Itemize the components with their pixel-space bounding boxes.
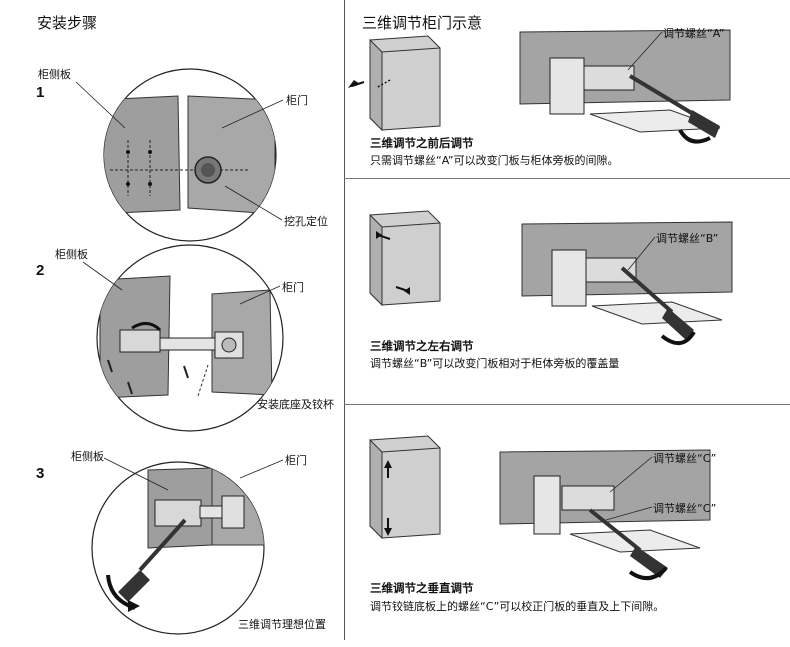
screw-b-label: 调节螺丝“B” [656,232,719,245]
section-a-caption-desc: 只需调节螺丝“A”可以改变门板与柜体旁板的间隙。 [370,154,619,167]
section-c-caption-desc: 调节铰链底板上的螺丝“C”可以校正门板的垂直及上下间隙。 [370,600,665,613]
step-1-illustration [75,68,284,242]
section-divider-1 [344,178,790,179]
section-c-hinge [499,449,711,580]
step-2-illustration [82,244,284,432]
screw-a-label: 调节螺丝“A” [663,27,725,40]
section-c-cabinet [369,435,441,540]
section-a-caption-title: 三维调节之前后调节 [370,136,474,150]
step-1-side-panel-label: 柜侧板 [38,68,71,81]
vertical-divider [344,0,345,640]
section-b-caption-title: 三维调节之左右调节 [370,339,474,353]
install-steps-title: 安装步骤 [37,14,98,32]
step-3-side-panel-label: 柜侧板 [71,450,104,463]
step-3-door-label: 柜门 [285,454,307,467]
section-a-cabinet [348,35,441,132]
step-1-callout-label: 挖孔定位 [284,215,328,228]
step-1-number: 1 [36,84,45,101]
step-2-door-label: 柜门 [282,281,304,294]
step-3-number: 3 [36,465,45,482]
step-2-number: 2 [36,262,45,279]
step-1-door-label: 柜门 [286,94,308,107]
section-b-hinge [521,221,733,345]
section-divider-2 [344,404,790,405]
section-b-caption-desc: 调节螺丝“B”可以改变门板相对于柜体旁板的覆盖量 [370,357,620,370]
step-3-illustration [91,457,284,635]
step-2-side-panel-label: 柜侧板 [55,248,88,261]
screw-c-label-bottom: 调节螺丝“C” [653,502,717,515]
adjust-diagram-title: 三维调节柜门示意 [362,14,483,32]
screw-c-label-top: 调节螺丝“C” [653,452,717,465]
step-2-callout-label: 安装底座及铰杯 [257,398,334,411]
section-c-caption-title: 三维调节之垂直调节 [370,581,474,595]
section-b-cabinet [369,210,441,307]
section-a-hinge [519,29,731,144]
step-3-callout-label: 三维调节理想位置 [238,618,326,631]
